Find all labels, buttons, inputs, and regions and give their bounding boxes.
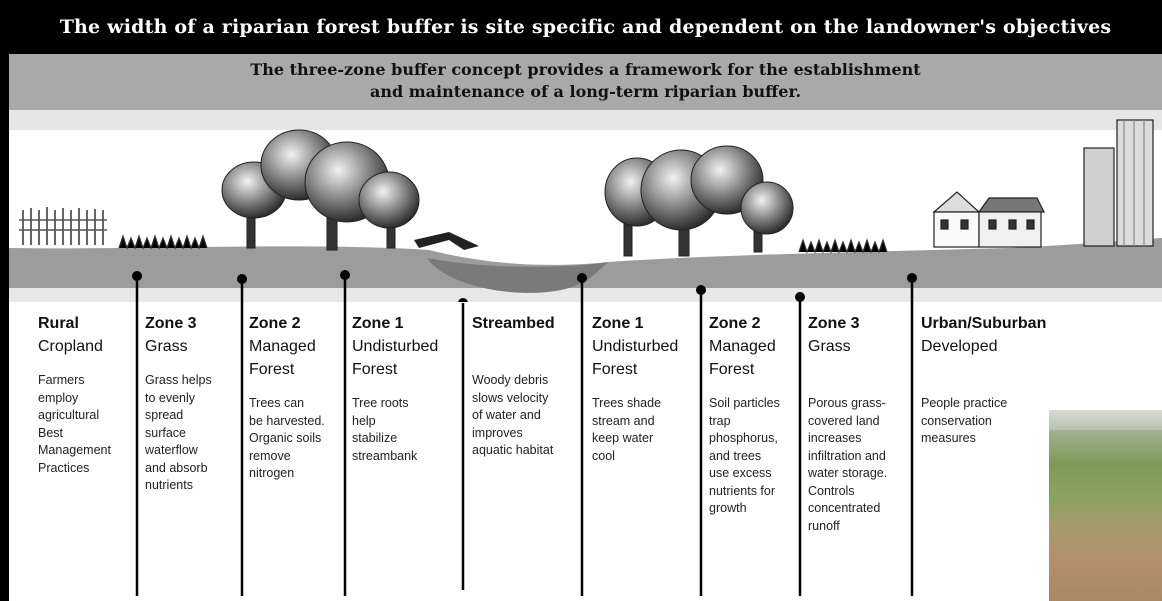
silos [1083, 119, 1154, 247]
ground [9, 238, 1162, 288]
zone-name: Zone 2 [249, 315, 301, 332]
sky-band [9, 110, 1162, 130]
zone-type: Grass [808, 338, 851, 355]
farmhouse [932, 191, 1045, 248]
zone-name: Zone 1 [352, 315, 404, 332]
zone-name: Zone 3 [145, 315, 197, 332]
ground-lower-band [9, 288, 1162, 302]
zone-type-2: Forest [709, 361, 755, 378]
crop-rows [19, 207, 107, 245]
zone-type: Managed [709, 338, 776, 355]
right-forest [604, 145, 794, 257]
zone-type: Developed [921, 338, 998, 355]
zone-name: Urban/Suburban [921, 315, 1047, 332]
zone-name: Rural [38, 315, 79, 332]
zone-type: Undisturbed [352, 338, 439, 355]
stream-debris [414, 232, 479, 250]
grass-right [798, 238, 888, 254]
zone-name: Zone 1 [592, 315, 644, 332]
left-forest [221, 129, 420, 251]
zone-name: Zone 3 [808, 315, 860, 332]
zone-column-urban: Urban/Suburban Developed People practice… [921, 312, 1061, 448]
photo-sky [1049, 410, 1162, 430]
zone-type-2: Forest [592, 361, 638, 378]
zone-name: Zone 2 [709, 315, 761, 332]
field-photo-thumbnail [1049, 410, 1162, 601]
zone-name: Streambed [472, 315, 555, 332]
diagram-subtitle: The three-zone buffer concept provides a… [9, 54, 1162, 110]
grass-left [118, 234, 208, 250]
zone-type-2: Forest [352, 361, 398, 378]
subtitle-line-2: and maintenance of a long-term riparian … [369, 82, 802, 101]
left-border [0, 0, 9, 601]
zone-type: Managed [249, 338, 316, 355]
stream [427, 258, 609, 293]
zone-type: Undisturbed [592, 338, 679, 355]
riparian-landscape-illustration [9, 110, 1162, 302]
zone-type: Grass [145, 338, 188, 355]
zone-type: Cropland [38, 338, 103, 355]
diagram-title: The width of a riparian forest buffer is… [9, 0, 1162, 54]
subtitle-line-1: The three-zone buffer concept provides a… [250, 60, 921, 79]
zone-type-2: Forest [249, 361, 295, 378]
